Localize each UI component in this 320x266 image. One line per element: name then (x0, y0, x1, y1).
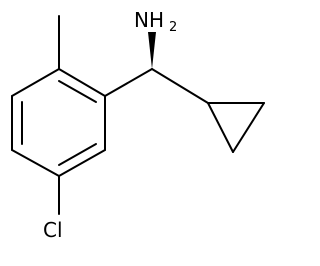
ring-to-chiral-carbon-bond (104, 68, 153, 97)
ring-inner-double-bond-bottom (58, 143, 97, 166)
ring-bond-c1-c2 (58, 68, 106, 97)
cyclopropyl-bond-right (232, 102, 265, 153)
molecule-structure-diagram: NH 2 Cl (11, 8, 265, 242)
amine-subscript: 2 (169, 20, 177, 35)
stereo-wedge-bond (148, 32, 156, 69)
ring-inner-double-bond-top (58, 80, 97, 103)
benzene-ring (11, 68, 106, 177)
ring-bond-c6-c1 (11, 68, 60, 97)
ring-bond-c3-c4 (58, 149, 106, 177)
ring-bond-c4-c5 (11, 149, 60, 177)
chlorine-label: Cl (43, 218, 63, 242)
cyclopropyl-bond-left (207, 102, 234, 153)
chiral-carbon-to-cyclopropyl-bond (151, 68, 209, 104)
cyclopropyl-ring (207, 102, 265, 153)
amine-label: NH (134, 8, 164, 32)
